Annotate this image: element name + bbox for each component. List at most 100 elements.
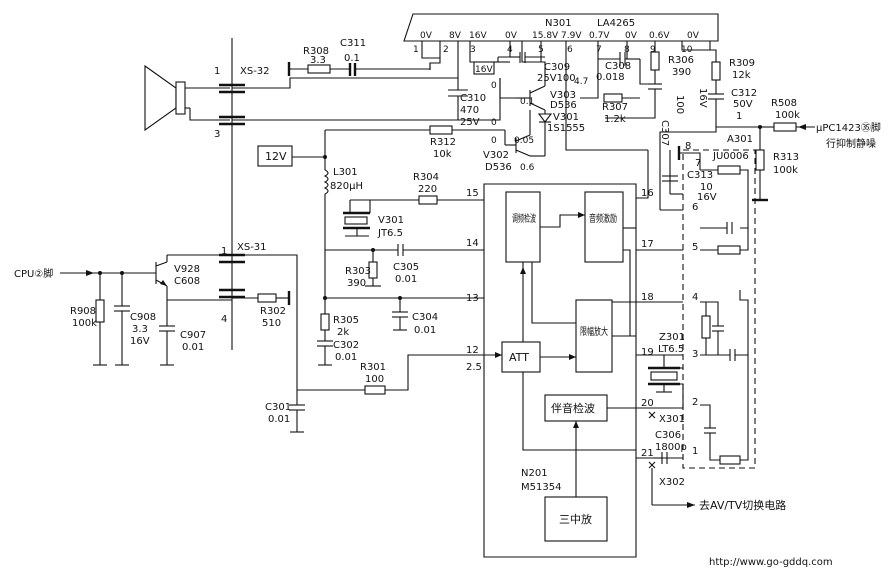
r306-value: 390 <box>672 67 691 78</box>
v301d-label: V301 <box>553 112 579 123</box>
la4265-chip: N301 LA4265 0V 8V 16V 0V 15.8V 7.9V 0.7V… <box>403 13 719 55</box>
c312-v2: 1 <box>736 111 742 122</box>
v928-network: V928 C608 C907 0.01 R908 100k C908 3.3 1… <box>60 254 298 390</box>
a301-pin3: 3 <box>692 349 698 360</box>
a301-pin8: 8 <box>685 141 691 152</box>
la4265-v6: 7.9V <box>561 31 582 41</box>
c908-v1: 3.3 <box>132 324 148 335</box>
m51354-pin13: 13 <box>466 293 479 304</box>
r306-resistor <box>650 51 660 71</box>
c310-v2: 25V <box>460 117 480 128</box>
la4265-pin2: 2 <box>443 45 449 55</box>
r303-label: R303 <box>345 266 371 277</box>
r301-value: 100 <box>365 374 384 385</box>
c302-label: C302 <box>333 340 359 351</box>
r302-branch: R302 510 <box>232 291 291 329</box>
node-zero-a: 0 <box>491 81 497 91</box>
r312-label: R312 <box>430 137 456 148</box>
c306-label: C306 <box>655 430 681 441</box>
v303-model: D536 <box>550 100 577 111</box>
m51354-pin19: 19 <box>641 347 654 358</box>
r312-resistor <box>429 125 453 135</box>
c304-value: 0.01 <box>414 325 436 336</box>
m51354-pin16: 16 <box>641 188 654 199</box>
c307-v1: 100 <box>674 95 685 114</box>
la4265-pin3: 3 <box>470 45 476 55</box>
c308-value: 0.018 <box>596 72 625 83</box>
node-v302-b: 0.6 <box>520 163 535 173</box>
m51354-pin18: 18 <box>641 292 654 303</box>
a301-pin1: 1 <box>692 446 698 457</box>
c301-value: 0.01 <box>268 414 290 425</box>
supply-12v-box <box>257 145 293 167</box>
la4265-v2: 8V <box>449 31 462 41</box>
connector-line <box>219 38 245 350</box>
v301c-label: V301 <box>378 215 404 226</box>
c313-v2: 16V <box>697 192 717 203</box>
xs32-label: XS-32 <box>240 66 270 77</box>
v16-box-label: 16V <box>475 65 493 75</box>
block-sound-detect-label: 伴音检波 <box>551 401 595 415</box>
c312-v1: 50V <box>733 99 753 110</box>
speaker-icon <box>144 64 230 132</box>
node-zero-c: 0 <box>491 118 497 128</box>
node-v302-a: 0.05 <box>514 136 534 146</box>
c313-label: C313 <box>687 170 713 181</box>
r312-v302: R312 10k 0 0.05 0.6 V302 D536 0 <box>324 110 546 173</box>
r508-resistor <box>773 122 797 132</box>
c310-capacitor: C310 470 25V <box>448 89 486 128</box>
c308-label: C308 <box>605 61 631 72</box>
c302-value: 0.01 <box>335 352 357 363</box>
v301-diode: V301 1S1555 <box>537 110 585 150</box>
r305-value: 2k <box>337 327 349 338</box>
m51354-pin12-voltage: 2.5 <box>466 362 482 373</box>
c907-value: 0.01 <box>182 342 204 353</box>
r309-c312: R309 12k C312 50V 1 <box>659 58 775 210</box>
c306-value: 1800p <box>655 442 687 453</box>
m51354-pin20: 20 <box>641 398 654 409</box>
xs32-pin1: 1 <box>214 66 220 77</box>
pin13-network: C304 0.01 R305 2k C302 0.01 <box>317 296 484 366</box>
r908-resistor <box>95 299 105 323</box>
la4265-pin1: 1 <box>413 45 419 55</box>
la4265-v8: 0V <box>625 31 638 41</box>
x302-label: X302 <box>659 477 685 488</box>
la4265-v9: 0.6V <box>649 31 670 41</box>
upc-pin-label: μPC1423㉟脚 <box>816 121 881 134</box>
block-third-if <box>544 496 608 542</box>
a301-module: A301 JU0006 8 7 6 5 4 3 2 1 <box>682 134 756 469</box>
c908-v2: 16V <box>130 336 150 347</box>
r313-label: R313 <box>773 152 799 163</box>
m51354-model: M51354 <box>521 482 561 493</box>
la4265-model: LA4265 <box>597 18 635 29</box>
m51354-pin15: 15 <box>466 188 479 199</box>
la4265-v5: 15.8V <box>532 31 559 41</box>
c307-label: C307 <box>659 120 670 146</box>
av-tv-label: 去AV/TV切换电路 <box>699 498 786 512</box>
r307-value: 1.2k <box>604 114 626 125</box>
r313-resistor <box>755 149 765 171</box>
v928-model: C608 <box>174 276 200 287</box>
node-v303-base: 0.1 <box>520 97 534 107</box>
cpu-pin-label: CPU②脚 <box>14 267 53 280</box>
r309-label: R309 <box>729 58 755 69</box>
c310-label: C310 <box>460 93 486 104</box>
website-label: http://www.go-gddq.com <box>709 557 833 568</box>
c313-v1: 10 <box>700 182 713 193</box>
r309-resistor <box>711 61 721 81</box>
r508-value: 100k <box>775 110 800 121</box>
r305-label: R305 <box>333 315 359 326</box>
r508-label: R508 <box>771 98 797 109</box>
node-zero-b: 0 <box>491 136 497 146</box>
r306-label: R306 <box>668 55 694 66</box>
r305-resistor <box>320 313 330 331</box>
c907-label: C907 <box>180 330 206 341</box>
block-audio-drive-label: 音频激励 <box>589 212 617 225</box>
block-fm-detect <box>505 191 541 263</box>
a301-pin2: 2 <box>692 397 698 408</box>
r908-value: 100k <box>72 318 97 329</box>
la4265-v10: 0V <box>687 31 700 41</box>
la4265-v7: 0.7V <box>589 31 610 41</box>
a301-pin6: 6 <box>692 202 698 213</box>
r304-resistor <box>418 195 438 205</box>
